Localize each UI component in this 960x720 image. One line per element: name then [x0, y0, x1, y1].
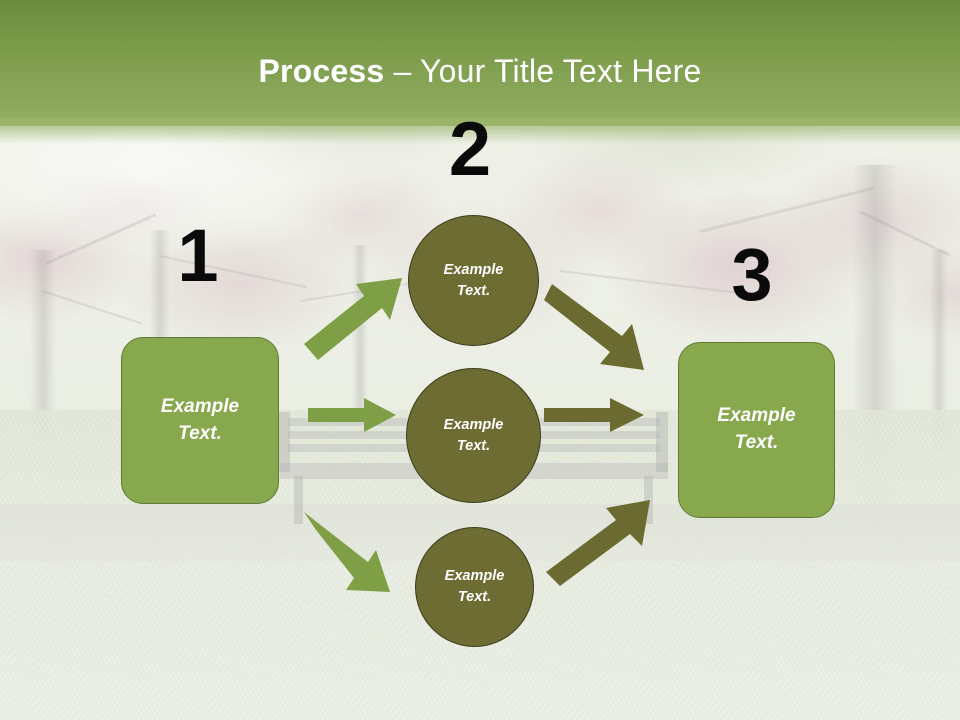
title-band: [0, 0, 960, 126]
step-number-2: 2: [448, 107, 492, 192]
arrow-top-to-right: [544, 284, 644, 370]
node-box-right-line2: Text.: [734, 432, 779, 453]
node-circle-middle-line1: Example: [443, 416, 504, 433]
node-circle-bottom-line1: Example: [444, 568, 505, 585]
step-number-1: 1: [177, 214, 219, 297]
node-circle-middle[interactable]: Example Text.: [406, 368, 541, 503]
photo-tree-trunk-far-right: [930, 250, 948, 450]
node-circle-bottom-line2: Text.: [457, 589, 492, 605]
node-circle-top-line2: Text.: [456, 282, 491, 299]
node-box-left-line1: Example: [160, 395, 240, 417]
node-box-left-line2: Text.: [178, 422, 222, 444]
step-number-3: 3: [731, 233, 773, 316]
node-circle-bottom-label: Example Text.: [445, 566, 505, 607]
node-box-right[interactable]: Example Text.: [678, 342, 835, 518]
arrow-bottom-to-right: [546, 500, 650, 586]
node-box-left[interactable]: Example Text.: [121, 337, 279, 504]
node-box-right-line1: Example: [717, 405, 796, 427]
node-box-left-label: Example Text.: [161, 394, 239, 448]
node-circle-top-line1: Example: [443, 261, 504, 278]
arrow-middle-to-right: [544, 398, 644, 432]
title-band-fade: [0, 118, 960, 144]
arrow-left-to-bottom: [304, 512, 390, 592]
photo-tree-trunk-far-left: [30, 250, 56, 440]
node-circle-top-label: Example Text.: [444, 260, 504, 301]
page-title: Process – Your Title Text Here: [0, 52, 960, 90]
node-circle-top[interactable]: Example Text.: [408, 215, 539, 346]
node-circle-middle-label: Example Text.: [444, 415, 504, 456]
node-circle-bottom[interactable]: Example Text.: [415, 527, 534, 647]
arrow-left-to-top: [304, 278, 402, 360]
page-title-bold-part: Process: [258, 53, 385, 89]
node-circle-middle-line2: Text.: [456, 437, 491, 454]
arrow-left-to-middle: [308, 398, 396, 432]
page-title-rest: – Your Title Text Here: [384, 53, 702, 89]
node-box-right-label: Example Text.: [717, 403, 795, 457]
